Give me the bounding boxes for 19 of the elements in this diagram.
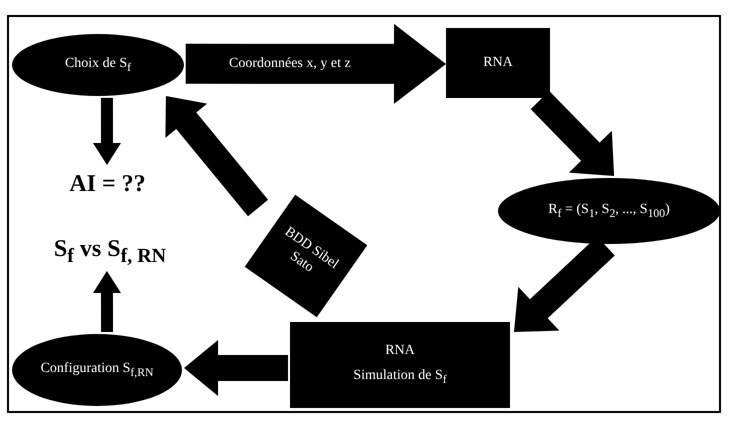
node-label: RNA xyxy=(385,343,415,360)
node-label: Choix de S$_{f}$ xyxy=(64,56,132,74)
block-arrow xyxy=(92,271,121,332)
edge-label: Coordonnées x, y et z xyxy=(229,56,351,72)
node-label: R$_{f}$ = (S$_{1}$, S$_{2}$, ..., S$_{100}$) xyxy=(548,202,670,220)
node-label: Simulation de S$_{f}$ xyxy=(353,368,447,387)
node-label: BDD Sibel Sato xyxy=(280,224,342,278)
block-arrow xyxy=(186,24,446,104)
process-box xyxy=(290,322,510,408)
block-arrow xyxy=(92,98,121,165)
block-arrow xyxy=(184,340,288,396)
result-text: AI = ?? xyxy=(45,166,170,202)
node-label: Configuration S$_{f,RN}$ xyxy=(40,360,154,380)
block-arrow xyxy=(530,91,614,176)
node-label: RNA xyxy=(483,54,513,72)
process-ellipse xyxy=(12,34,184,96)
comparison-text: S$_{f}$ vs S$_{f, RN}$ xyxy=(25,232,195,270)
block-arrow xyxy=(165,96,268,216)
process-box xyxy=(446,28,550,98)
